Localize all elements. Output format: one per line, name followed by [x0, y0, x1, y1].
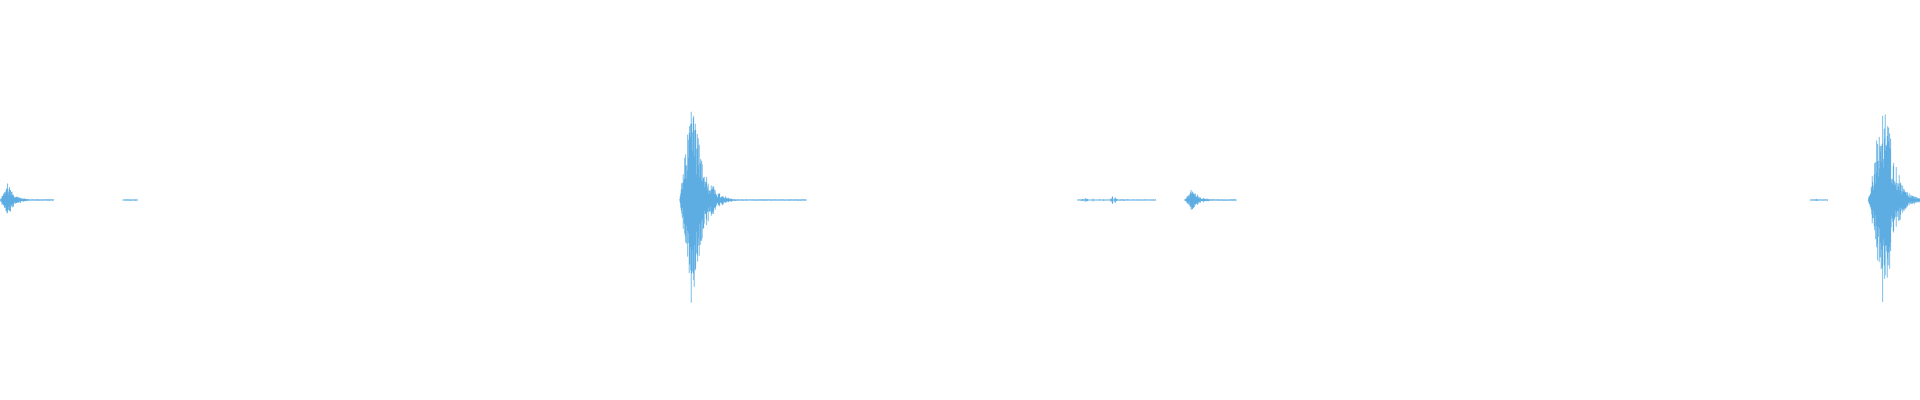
waveform-trace — [0, 111, 1920, 303]
waveform-burst — [122, 199, 139, 201]
waveform-burst — [679, 111, 807, 303]
waveform-burst — [1109, 196, 1126, 204]
waveform-burst — [1810, 198, 1828, 201]
waveform-burst-trace — [679, 111, 807, 303]
waveform-burst — [0, 183, 54, 214]
waveform-burst-trace — [1867, 114, 1920, 302]
waveform-burst — [1184, 190, 1237, 210]
waveform-burst — [1867, 114, 1920, 302]
waveform-burst-trace — [0, 183, 54, 214]
